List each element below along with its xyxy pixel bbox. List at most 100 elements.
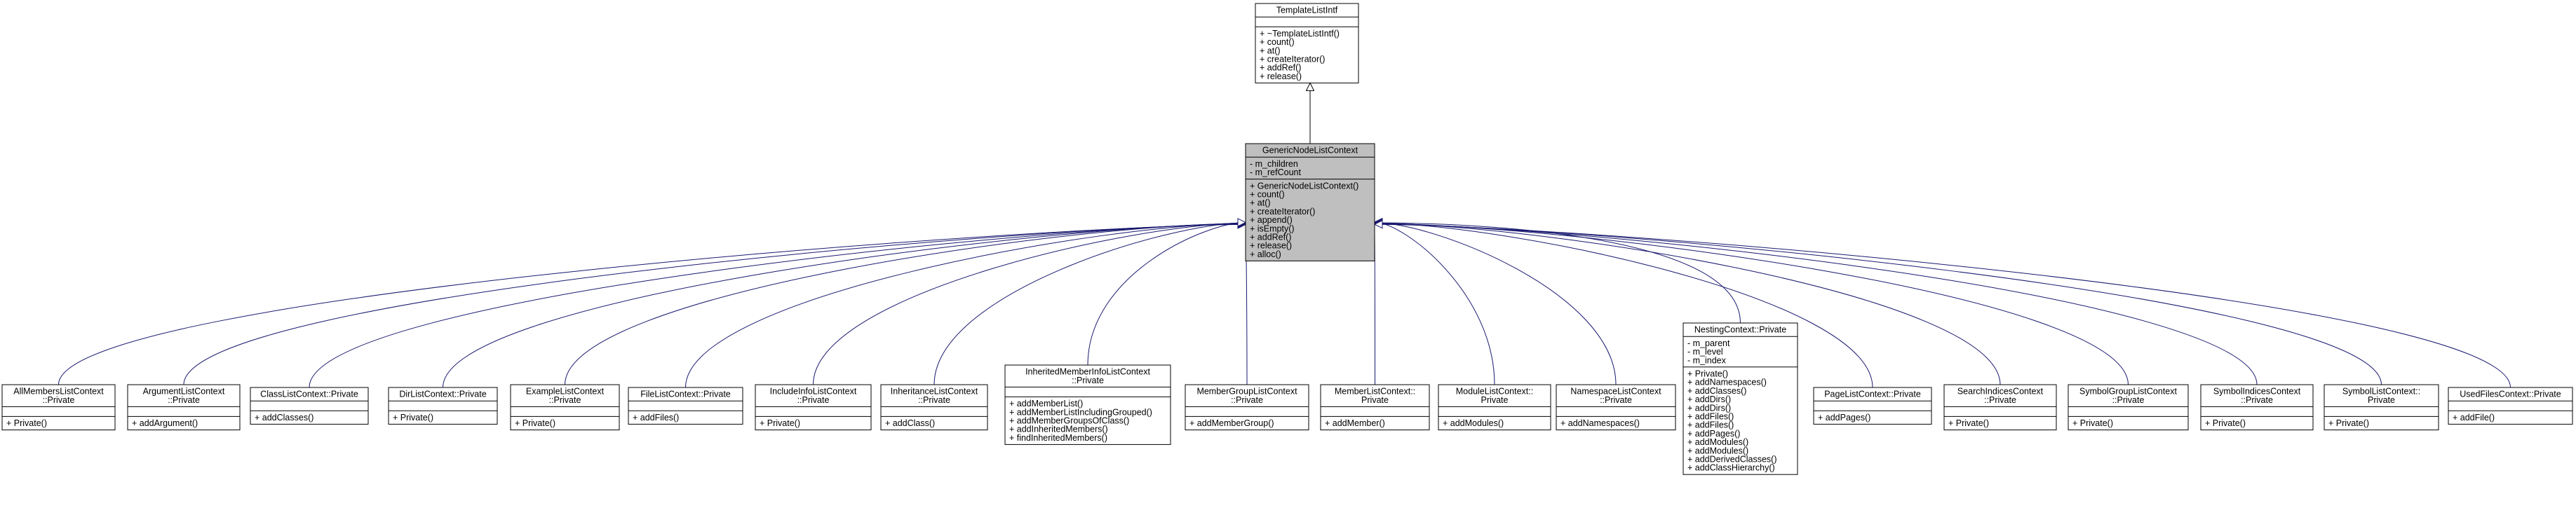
class-method-label: + addRef()	[1260, 63, 1301, 73]
class-name-label: ::Private	[1072, 376, 1104, 385]
class-node-symbollist[interactable]: SymbolListContext::Private+ Private()	[2324, 384, 2439, 431]
class-name-label: InheritedMemberInfoListContext	[1025, 367, 1150, 377]
class-method-label: + addMemberGroupsOfClass()	[1009, 416, 1129, 426]
class-method-label: + addPages()	[1687, 429, 1740, 439]
class-node-filelist[interactable]: FileListContext::Private+ addFiles()	[628, 387, 743, 425]
class-attribute-label: - m_refCount	[1250, 167, 1301, 177]
class-node-allmembers[interactable]: AllMembersListContext::Private+ Private(…	[1, 384, 116, 431]
class-node-searchindices[interactable]: SearchIndicesContext::Private+ Private()	[1943, 384, 2057, 431]
class-method-label: + addArgument()	[132, 418, 198, 428]
edges-layer	[58, 82, 2511, 388]
class-method-label: + Private()	[1687, 369, 1728, 379]
class-method-label: + Private()	[2205, 418, 2246, 428]
class-name-label: SearchIndicesContext	[1957, 387, 2044, 397]
class-method-label: + addNamespaces()	[1560, 418, 1640, 428]
class-node-memberlist[interactable]: MemberListContext::Private+ addMember()	[1320, 384, 1430, 431]
inheritance-edge	[1374, 222, 1617, 385]
class-node-dirlist[interactable]: DirListContext::Private+ Private()	[388, 387, 498, 425]
inheritance-edge	[1374, 224, 2511, 388]
class-node-classlist[interactable]: ClassListContext::Private+ addClasses()	[250, 387, 369, 425]
class-method-label: + Private()	[1948, 418, 1989, 428]
class-box-modulelist	[1438, 384, 1551, 431]
class-method-label: + Private()	[515, 418, 555, 428]
class-name-label: MemberListContext::	[1335, 387, 1415, 397]
class-name-label: FileListContext::Private	[640, 390, 731, 399]
class-method-label: + ~TemplateListIntf()	[1260, 29, 1340, 39]
class-node-argument[interactable]: ArgumentListContext::Private+ addArgumen…	[127, 384, 241, 431]
class-method-label: + addClasses()	[255, 413, 313, 423]
class-method-label: + addModules()	[1443, 418, 1504, 428]
class-method-label: + addPages()	[1818, 413, 1870, 423]
class-method-label: + at()	[1250, 198, 1271, 208]
class-box-example	[510, 384, 620, 431]
class-box-membergroup	[1185, 384, 1309, 431]
class-method-label: + addClass()	[885, 418, 935, 428]
inheritance-arrowhead	[1373, 219, 1383, 229]
class-name-label: UsedFilesContext::Private	[2460, 390, 2561, 399]
class-name-label: ModuleListContext::	[1456, 387, 1533, 397]
class-node-pagelist[interactable]: PageListContext::Private+ addPages()	[1813, 387, 1932, 425]
class-node-template[interactable]: TemplateListIntf+ ~TemplateListIntf()+ c…	[1255, 3, 1359, 83]
class-box-namespacelist	[1556, 384, 1676, 431]
inheritance-edge	[1374, 224, 2258, 385]
class-method-label: + GenericNodeListContext()	[1250, 181, 1358, 191]
class-node-generic[interactable]: GenericNodeListContext- m_children- m_re…	[1245, 143, 1375, 261]
class-attribute-label: - m_parent	[1687, 338, 1730, 348]
class-node-includeinfo[interactable]: IncludeInfoListContext::Private+ Private…	[755, 384, 872, 431]
class-node-inheritedmember[interactable]: InheritedMemberInfoListContext::Private+…	[1004, 364, 1171, 445]
class-name-label: ::Private	[1600, 395, 1632, 405]
class-method-label: + Private()	[6, 418, 47, 428]
class-box-dirlist	[388, 387, 498, 425]
class-name-label: MemberGroupListContext	[1196, 387, 1297, 397]
class-name-label: IncludeInfoListContext	[770, 387, 857, 397]
class-box-allmembers	[1, 384, 116, 431]
class-method-label: + addClasses()	[1687, 386, 1746, 396]
inheritance-edge	[183, 224, 1246, 385]
class-name-label: ::Private	[2112, 395, 2145, 405]
class-name-label: Private	[1361, 395, 1389, 405]
class-node-nesting[interactable]: NestingContext::Private- m_parent- m_lev…	[1683, 322, 1798, 475]
class-name-label: Private	[1481, 395, 1509, 405]
class-method-label: + addMemberList()	[1009, 399, 1083, 408]
class-box-pagelist	[1813, 387, 1932, 425]
class-method-label: + append()	[1250, 215, 1293, 225]
class-box-symbolgroup	[2068, 384, 2189, 431]
class-method-label: + Private()	[393, 413, 433, 423]
class-method-label: + Private()	[760, 418, 800, 428]
class-name-label: SymbolIndicesContext	[2213, 387, 2301, 397]
class-box-inheritance	[880, 384, 988, 431]
class-method-label: + addModules()	[1687, 437, 1748, 447]
class-node-modulelist[interactable]: ModuleListContext::Private+ addModules()	[1438, 384, 1551, 431]
class-node-usedfiles[interactable]: UsedFilesContext::Private+ addFile()	[2448, 387, 2573, 425]
class-node-inheritance[interactable]: InheritanceListContext::Private+ addClas…	[880, 384, 988, 431]
inheritance-arrowhead	[1305, 82, 1315, 91]
inheritance-arrowhead	[1237, 218, 1247, 227]
class-name-label: ::Private	[2241, 395, 2273, 405]
class-box-classlist	[250, 387, 369, 425]
class-node-membergroup[interactable]: MemberGroupListContext::Private+ addMemb…	[1185, 384, 1309, 431]
class-box-usedfiles	[2448, 387, 2573, 425]
class-name-label: ExampleListContext	[526, 387, 605, 397]
nodes-layer: TemplateListIntf+ ~TemplateListIntf()+ c…	[1, 3, 2573, 475]
class-node-namespacelist[interactable]: NamespaceListContext::Private+ addNamesp…	[1556, 384, 1676, 431]
class-method-label: + addInheritedMembers()	[1009, 425, 1108, 434]
class-attribute-label: - m_level	[1687, 347, 1723, 357]
class-method-label: + Private()	[2072, 418, 2113, 428]
class-box-includeinfo	[755, 384, 872, 431]
inheritance-edge	[933, 222, 1246, 385]
class-attribute-label: - m_children	[1250, 159, 1298, 169]
class-name-label: SymbolListContext::	[2342, 387, 2420, 397]
class-node-symbolindices[interactable]: SymbolIndicesContext::Private+ Private()	[2200, 384, 2314, 431]
class-node-symbolgroup[interactable]: SymbolGroupListContext::Private+ Private…	[2068, 384, 2189, 431]
class-method-label: + addDirs()	[1687, 403, 1731, 413]
class-method-label: + addFiles()	[1687, 412, 1734, 422]
inheritance-edge	[1374, 223, 2001, 385]
class-attribute-label: - m_index	[1687, 355, 1727, 365]
inheritance-edge	[565, 223, 1246, 385]
class-node-example[interactable]: ExampleListContext::Private+ Private()	[510, 384, 620, 431]
class-method-label: + findInheritedMembers()	[1009, 433, 1107, 443]
class-box-inheritedmember	[1004, 364, 1171, 445]
inheritance-edge	[1374, 222, 1873, 388]
inheritance-edge	[685, 223, 1246, 388]
class-name-label: PageListContext::Private	[1824, 390, 1921, 399]
